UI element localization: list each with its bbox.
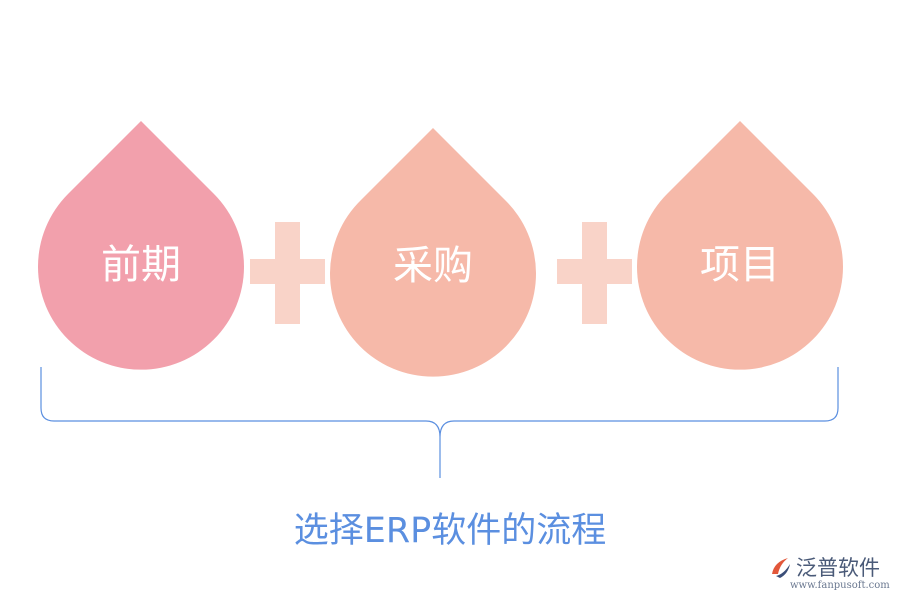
- plus-vertical-bar: [582, 222, 607, 324]
- plus-sign-2: [557, 222, 632, 324]
- brand-url: www.fanpusoft.com: [790, 580, 890, 591]
- brand-logo: 泛普软件 www.fanpusoft.com: [768, 552, 890, 598]
- plus-sign-1: [250, 222, 325, 324]
- curly-brace: [40, 367, 839, 478]
- drop-label: 采购: [393, 243, 473, 289]
- drop-label: 项目: [700, 242, 780, 288]
- fanpu-logo-icon: [772, 558, 790, 578]
- diagram-caption: 选择ERP软件的流程: [293, 511, 607, 551]
- drop-shape: [37, 121, 244, 370]
- plus-vertical-bar: [275, 222, 300, 324]
- drop-step-1: 前期: [37, 121, 244, 370]
- drop-shape: [330, 128, 536, 377]
- drop-label: 前期: [101, 242, 181, 288]
- brand-name: 泛普软件: [796, 556, 880, 580]
- drop-step-2: 采购: [330, 128, 536, 377]
- drop-step-3: 项目: [637, 121, 843, 370]
- drop-shape: [637, 121, 843, 370]
